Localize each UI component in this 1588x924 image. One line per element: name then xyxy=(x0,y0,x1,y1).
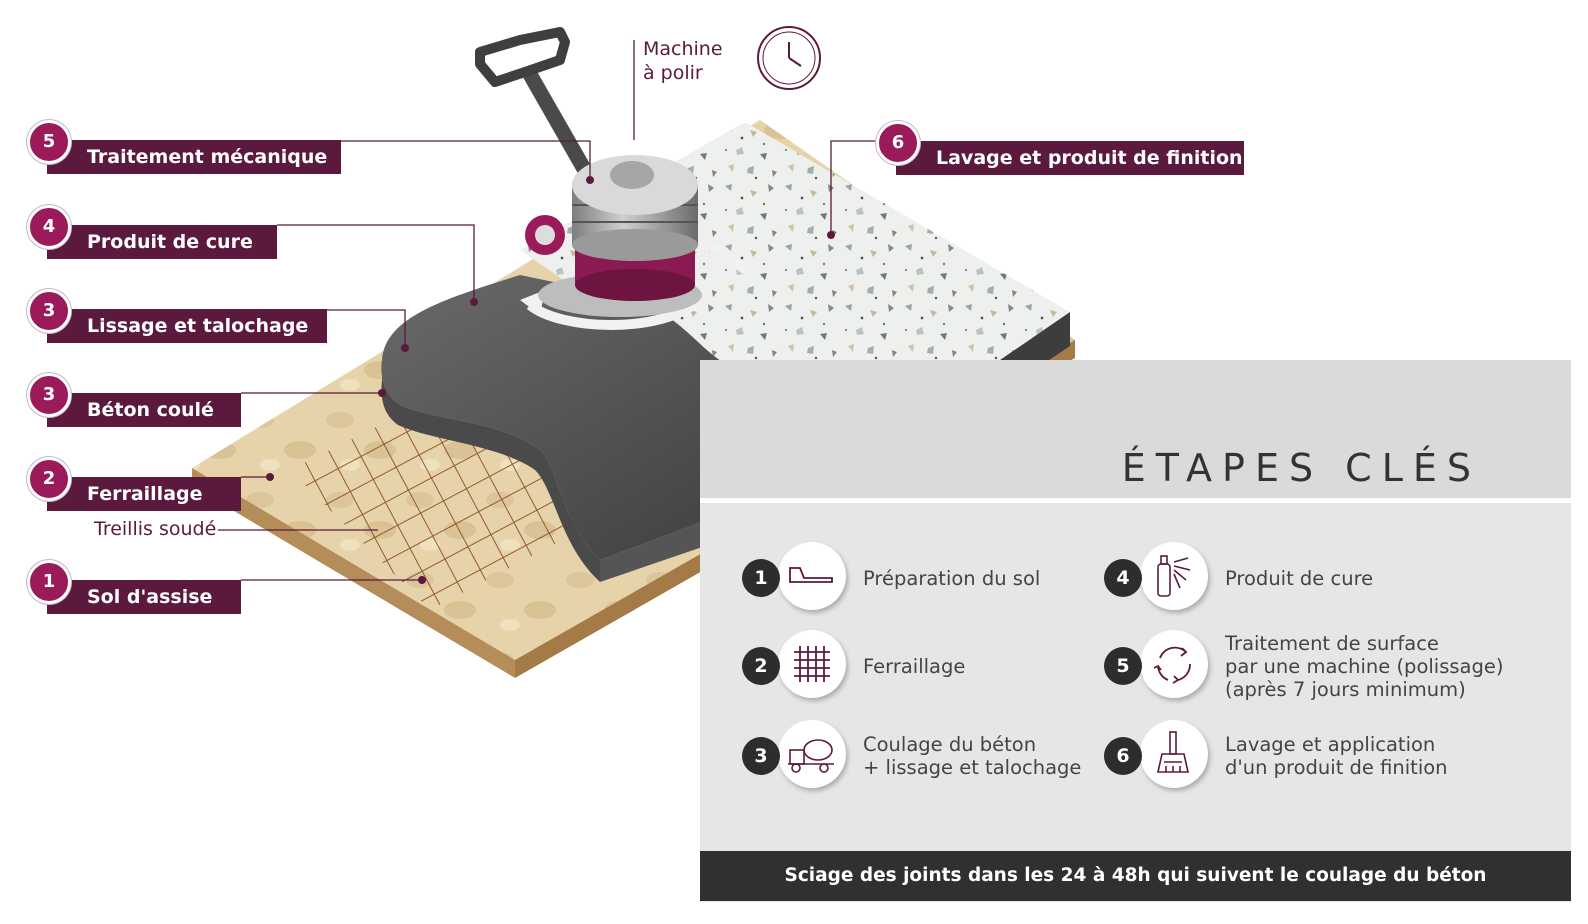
polishing-machine xyxy=(475,27,702,317)
leader-lines xyxy=(218,40,895,581)
machine-label-line1: Machine xyxy=(643,38,723,60)
step-text: Ferraillage xyxy=(863,654,966,678)
step-number: 3 xyxy=(742,737,780,775)
callout-beton-coule: Béton coulé xyxy=(47,393,241,427)
leader-dots xyxy=(266,176,835,584)
step-number: 1 xyxy=(742,559,780,597)
cycle-arrows-icon xyxy=(1140,630,1208,698)
callout-label: Sol d'assise xyxy=(87,586,213,608)
callout-ferraillage: Ferraillage xyxy=(47,477,241,511)
broom-icon xyxy=(1140,720,1208,788)
key-steps-panel: ÉTAPES CLÉS 1 Préparation du sol 2 Ferra… xyxy=(700,360,1571,902)
callout-number: 3 xyxy=(27,289,71,333)
callout-number: 2 xyxy=(27,457,71,501)
step-number: 5 xyxy=(1104,647,1142,685)
rotation-arrow xyxy=(526,296,704,330)
callout-lissage-talochage: Lissage et talochage xyxy=(47,309,327,343)
callout-lavage-finition: Lavage et produit de finition xyxy=(896,141,1244,175)
callout-label: Lissage et talochage xyxy=(87,315,309,337)
step-2: 2 Ferraillage xyxy=(742,626,1142,706)
step-number: 2 xyxy=(742,647,780,685)
step-number: 6 xyxy=(1104,737,1142,775)
callout-label: Lavage et produit de finition xyxy=(936,147,1243,169)
callout-number: 1 xyxy=(27,560,71,604)
step-text: Produit de cure xyxy=(1225,566,1374,590)
step-6: 6 Lavage et application d'un produit de … xyxy=(1104,716,1504,796)
treillis-label: Treillis soudé xyxy=(94,518,217,540)
callout-number: 5 xyxy=(27,120,71,164)
panel-title-band: ÉTAPES CLÉS xyxy=(700,360,1571,498)
callout-produit-de-cure: Produit de cure xyxy=(47,225,277,259)
clock-icon xyxy=(757,26,821,90)
callout-label: Produit de cure xyxy=(87,231,253,253)
step-text: Préparation du sol xyxy=(863,566,1041,590)
ground-icon xyxy=(778,542,846,610)
soil-slab-side xyxy=(192,468,515,678)
footer-note: Sciage des joints dans les 24 à 48h qui … xyxy=(700,851,1571,901)
spray-bottle-icon xyxy=(1140,542,1208,610)
machine-label-line2: à polir xyxy=(643,62,703,84)
callout-label: Béton coulé xyxy=(87,399,214,421)
callout-traitement-mecanique: Traitement mécanique xyxy=(47,140,341,174)
grid-icon xyxy=(778,630,846,698)
step-text: Traitement de surface par une machine (p… xyxy=(1225,631,1504,701)
step-5: 5 Traitement de surface par une machine … xyxy=(1104,626,1504,706)
step-text: Lavage et application d'un produit de fi… xyxy=(1225,733,1448,779)
panel-title: ÉTAPES CLÉS xyxy=(1121,446,1481,490)
callout-number: 6 xyxy=(876,121,920,165)
panel-divider xyxy=(700,498,1571,503)
callout-sol-assise: Sol d'assise xyxy=(47,580,241,614)
callout-number: 4 xyxy=(27,205,71,249)
step-4: 4 Produit de cure xyxy=(1104,538,1504,618)
concrete-mixer-icon xyxy=(778,720,846,788)
step-number: 4 xyxy=(1104,559,1142,597)
machine-label: Machine à polir xyxy=(643,37,723,85)
step-1: 1 Préparation du sol xyxy=(742,538,1142,618)
step-3: 3 Coulage du béton + lissage et talochag… xyxy=(742,716,1142,796)
callout-label: Ferraillage xyxy=(87,483,203,505)
step-text: Coulage du béton + lissage et talochage xyxy=(863,733,1082,779)
callout-label: Traitement mécanique xyxy=(87,146,328,168)
callout-number: 3 xyxy=(27,373,71,417)
